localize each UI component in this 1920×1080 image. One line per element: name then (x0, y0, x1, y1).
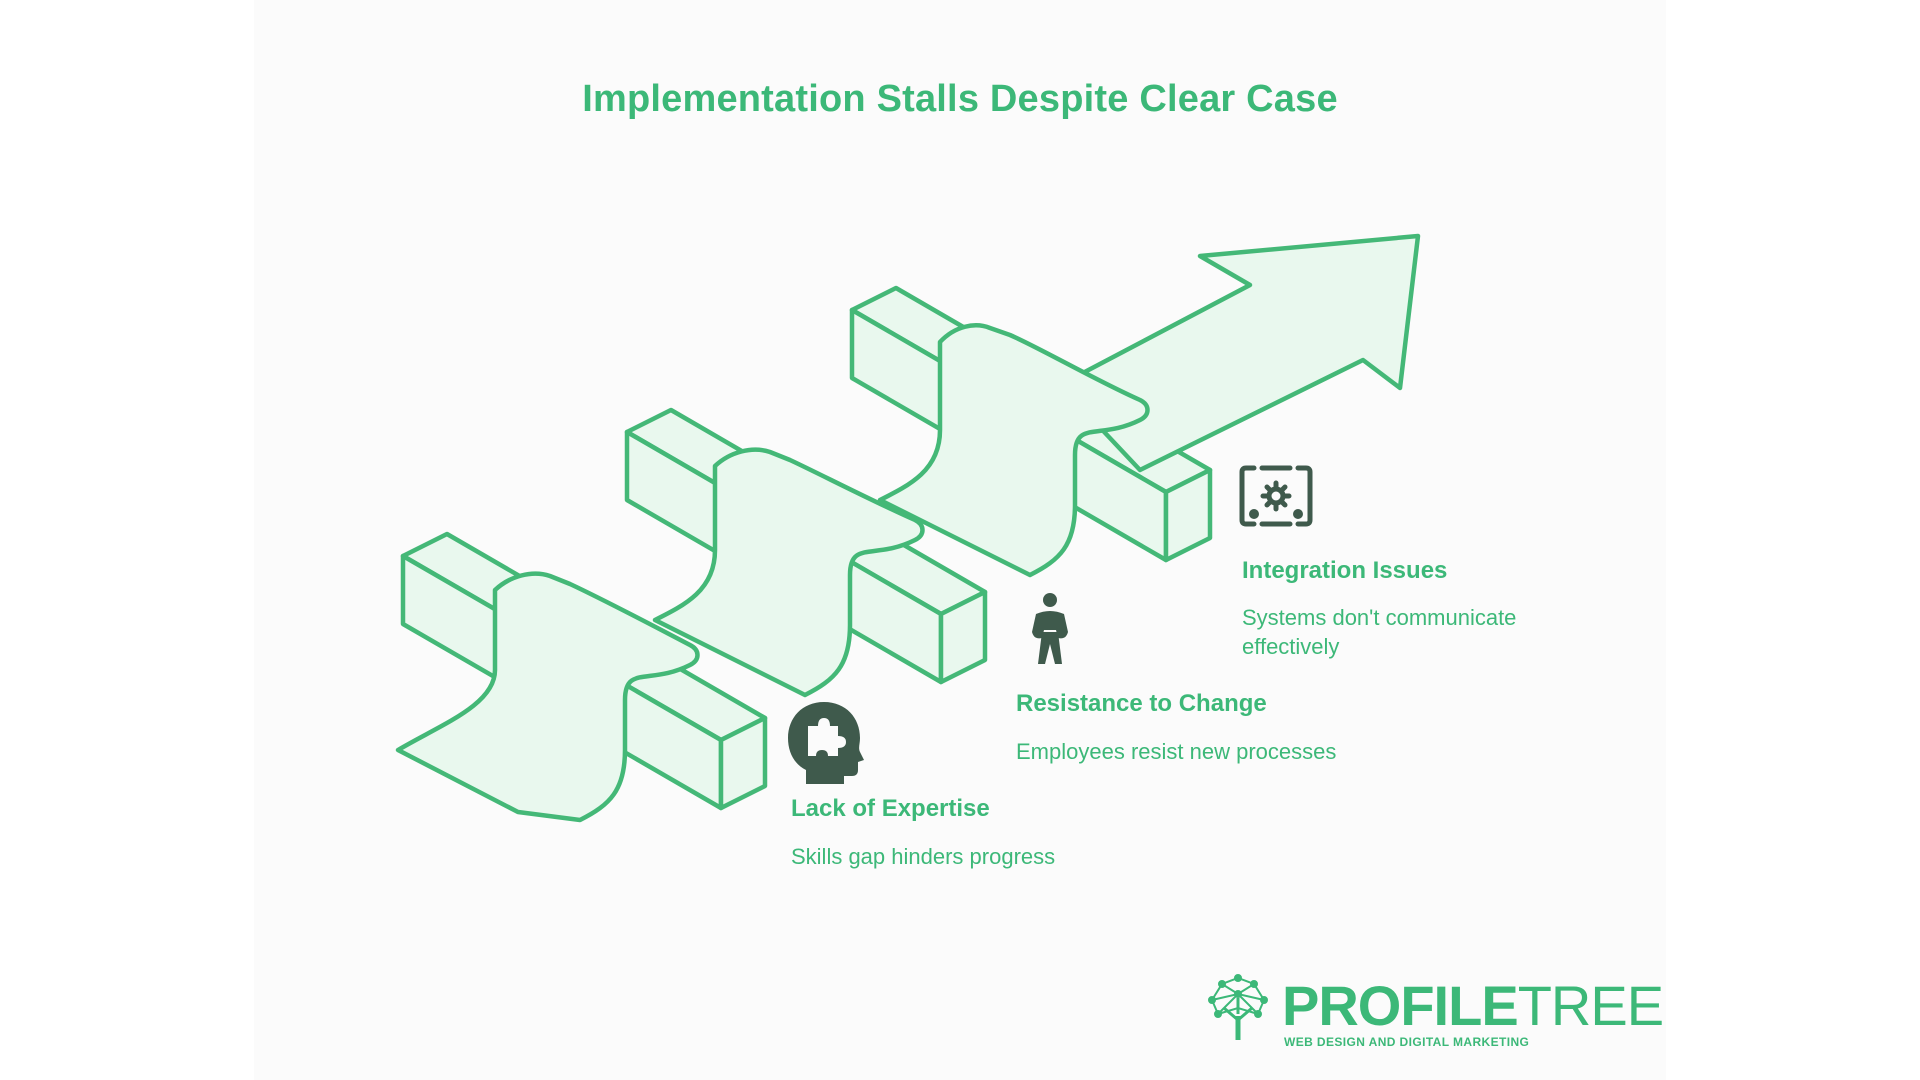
ribbon-bottom (395, 571, 700, 823)
logo-name-bold: PROFILE (1282, 974, 1519, 1037)
page-title: Implementation Stalls Despite Clear Case (582, 78, 1338, 120)
head-puzzle-icon (788, 702, 864, 784)
resisting-person-icon (1032, 593, 1068, 664)
step-desc-integration: Systems don't communicate effectively (1242, 605, 1517, 659)
step-desc-expertise: Skills gap hinders progress (791, 844, 1056, 869)
integration-gear-icon (1239, 465, 1313, 527)
step-desc-resistance: Employees resist new processes (1016, 739, 1337, 764)
logo-tagline: WEB DESIGN AND DIGITAL MARKETING (1284, 1035, 1530, 1049)
step-title-resistance: Resistance to Change (1016, 690, 1267, 717)
step-title-integration: Integration Issues (1242, 557, 1448, 584)
ribbon-top (877, 323, 1150, 578)
tree-network-icon (1208, 974, 1268, 1040)
ribbon-middle (652, 447, 925, 698)
step-title-expertise: Lack of Expertise (791, 795, 990, 822)
logo-name-light: TREE (1517, 974, 1664, 1037)
logo-wordmark: PROFILETREE (1282, 978, 1664, 1034)
growth-arrow (1057, 233, 1421, 473)
